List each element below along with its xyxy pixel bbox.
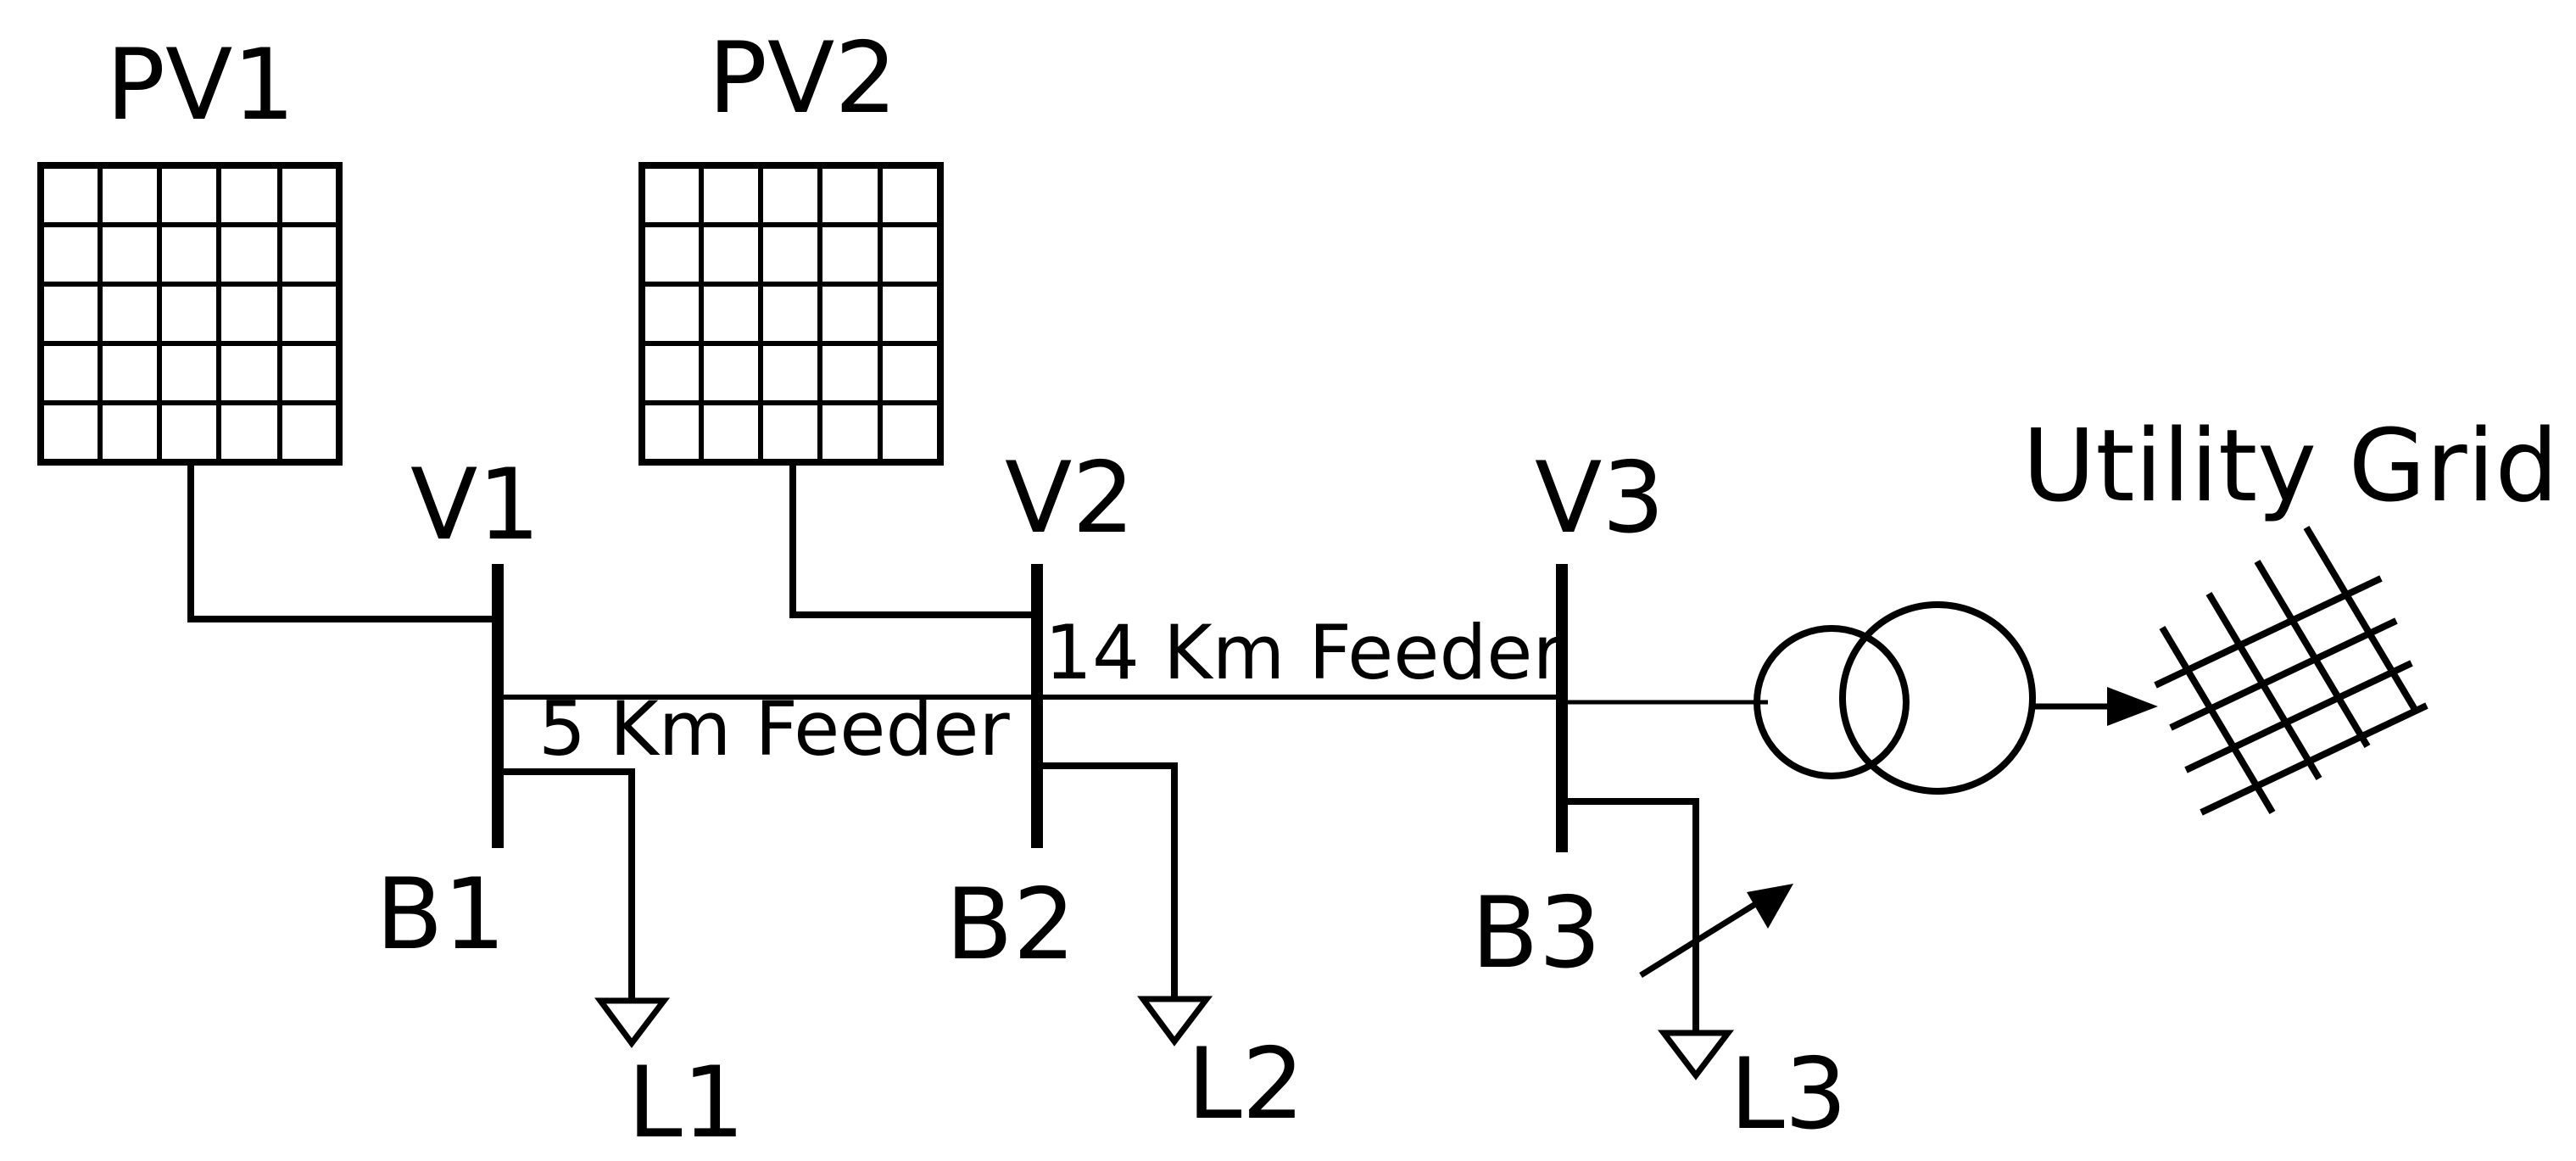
grid-arrow bbox=[2032, 687, 2158, 726]
pv1-label: PV1 bbox=[106, 28, 295, 142]
pv2-label: PV2 bbox=[708, 21, 897, 136]
transformer-symbol bbox=[1754, 601, 2036, 795]
bus2-label: B2 bbox=[945, 868, 1075, 982]
bus3-voltage-label: V3 bbox=[1535, 441, 1664, 555]
load1-label: L1 bbox=[627, 1046, 744, 1160]
load2-label: L2 bbox=[1187, 1027, 1304, 1141]
bus1-label: B1 bbox=[376, 857, 505, 972]
feeder-5km-label: 5 Km Feeder bbox=[538, 685, 1010, 773]
load-l3-symbol bbox=[1657, 1030, 1735, 1080]
load3-label: L3 bbox=[1730, 1037, 1847, 1152]
utility-grid-label: Utility Grid bbox=[2022, 407, 2558, 524]
load-l1-symbol bbox=[594, 997, 671, 1048]
wiring bbox=[187, 462, 1768, 1033]
feeder-14km-label: 14 Km Feeder bbox=[1045, 609, 1564, 696]
bus1-voltage-label: V1 bbox=[410, 448, 540, 562]
load-l2-symbol bbox=[1137, 996, 1213, 1047]
bus3-label: B3 bbox=[1471, 876, 1601, 991]
pv1-panel bbox=[37, 162, 343, 466]
pv2-panel bbox=[638, 162, 944, 466]
utility-grid-symbol bbox=[2154, 525, 2428, 816]
bus2-voltage-label: V2 bbox=[1005, 441, 1135, 555]
variable-load-arrow bbox=[1639, 884, 1793, 978]
